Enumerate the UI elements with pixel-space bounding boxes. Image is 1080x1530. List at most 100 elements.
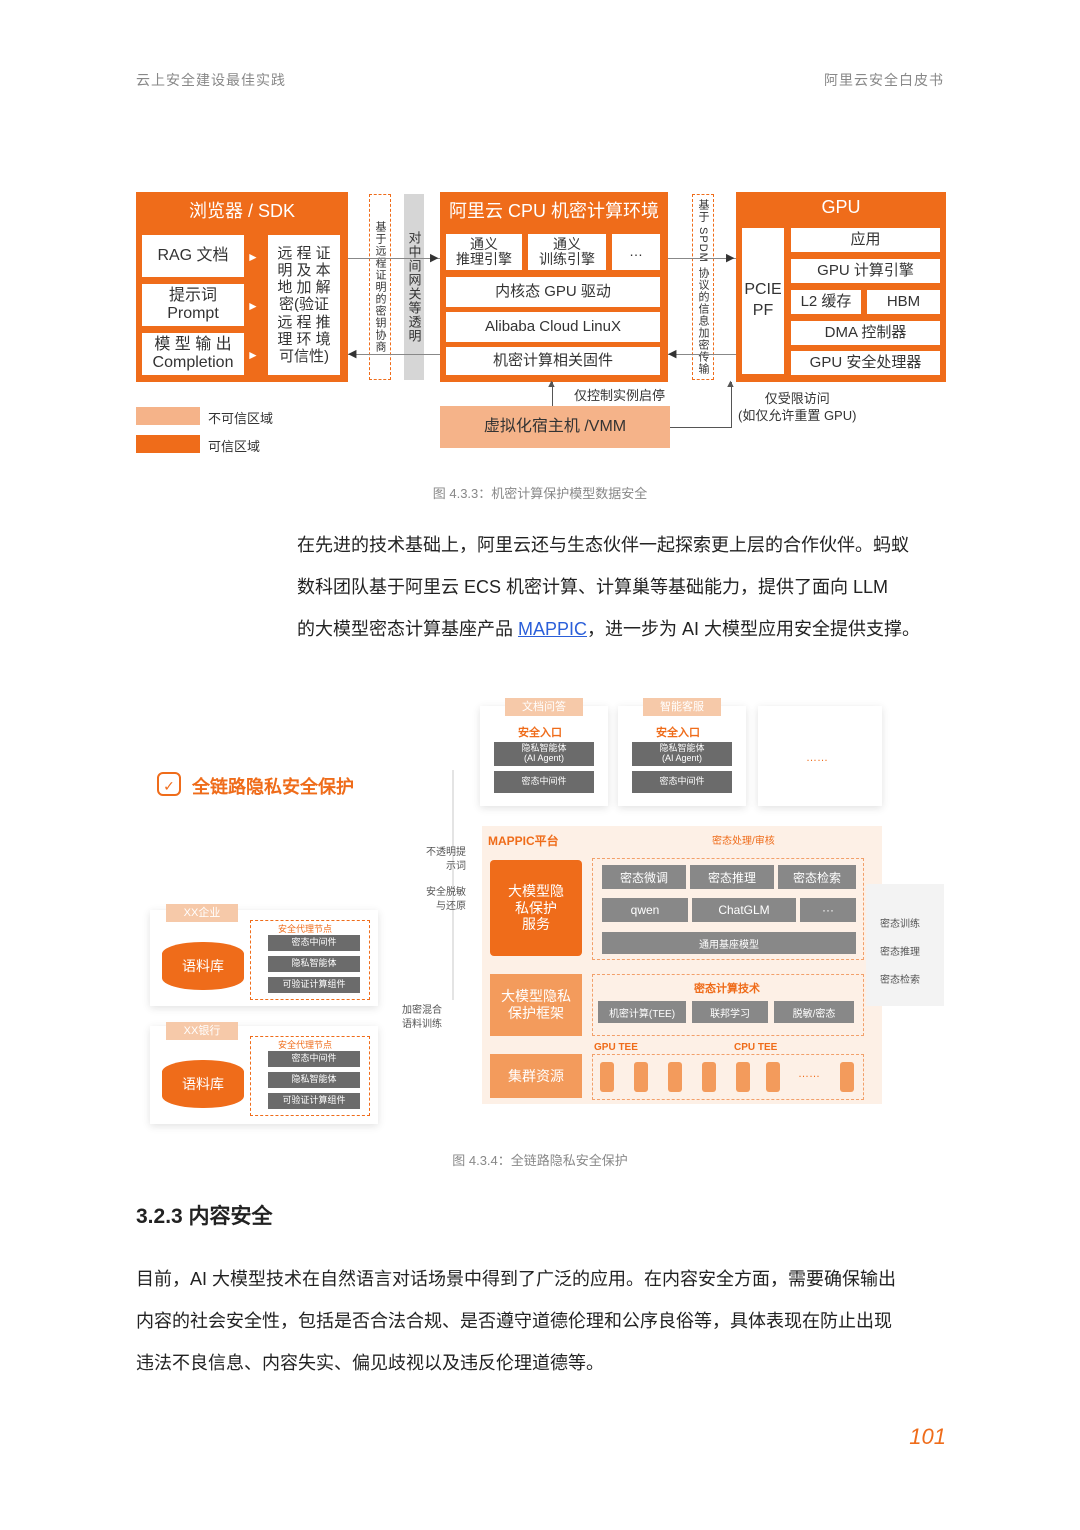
server-icon	[668, 1062, 682, 1092]
figure-caption-1: 图 4.3.3：机密计算保护模型数据安全	[432, 486, 648, 501]
arrow-left-icon: ◀	[668, 348, 677, 360]
base-model-chip: 通用基座模型	[602, 932, 856, 954]
key-negotiation-label-box	[369, 194, 391, 380]
tongyi-inference-box: 通义 推理引擎	[446, 234, 522, 270]
server-icon	[634, 1062, 648, 1092]
legend-trusted-swatch	[136, 435, 200, 453]
spdm-label: 基于 SPDM 协议的信息加密传输	[697, 199, 709, 375]
paragraph-mappic: 在先进的技术基础上，阿里云还与生态伙伴一起探索更上层的合作伙伴。蚂蚁 数科团队基…	[297, 524, 947, 650]
para1-line3: 的大模型密态计算基座产品 MAPPIC，进一步为 AI 大模型应用安全提供支撑。	[297, 608, 947, 650]
service-group	[592, 858, 864, 960]
left-note: 安全脱敏 与还原	[426, 887, 466, 912]
top-card-tag: 智能客服	[643, 698, 721, 716]
vmm-line-right	[670, 427, 732, 428]
remote-attest-box: 远 程 证 明 及 本 地 加 解 密(验证 远 程 推 理 环 境 可信性)	[268, 235, 340, 375]
vmm-line-up	[552, 382, 553, 406]
pcie-pf-box: PCIE PF	[742, 228, 784, 374]
header-right: 阿里云安全白皮书	[824, 72, 944, 88]
page-number: 101	[909, 1424, 946, 1449]
spdm-label-box	[692, 194, 714, 380]
right-note: 密态检索	[880, 975, 920, 986]
note-start-stop: 仅控制实例启停	[574, 388, 666, 403]
legend-untrusted-label: 不可信区域	[208, 411, 274, 426]
privacy-service-box: 大模型隐 私保护 服务	[490, 860, 582, 956]
section-heading: 3.2.3 内容安全	[136, 1205, 273, 1228]
para1-line2: 数科团队基于阿里云 ECS 机密计算、计算巢等基础能力，提供了面向 LLM	[297, 577, 889, 597]
arrow-icon: ►	[247, 348, 259, 362]
dma-controller-box: DMA 控制器	[791, 321, 940, 345]
server-icon	[702, 1062, 716, 1092]
desensitize-chip: 脱敏/密态	[774, 1001, 854, 1023]
arrow-right-icon: ▶	[430, 252, 439, 264]
node-item: 密态中间件	[268, 935, 360, 951]
connector-line	[348, 258, 440, 259]
server-icon	[840, 1062, 854, 1092]
hbm-box: HBM	[867, 290, 940, 314]
header-left: 云上安全建设最佳实践	[136, 72, 286, 88]
proxy-node-label: 安全代理节点	[278, 1040, 333, 1050]
more-chip: ···	[800, 898, 856, 922]
connector-line	[668, 354, 736, 355]
gateway-bar	[404, 194, 424, 380]
rag-doc-box: RAG 文档	[142, 235, 244, 277]
browser-sdk-title: 浏览器 / SDK	[188, 201, 295, 221]
gpu-app-box: 应用	[791, 228, 940, 252]
proc-label: 密态处理/审核	[712, 836, 775, 847]
secure-entry-label: 安全入口	[656, 727, 700, 739]
cluster-group	[592, 1054, 864, 1100]
tee-chip: 机密计算(TEE)	[598, 1001, 686, 1023]
connector-line	[348, 354, 440, 355]
corpus-db: 语料库	[162, 942, 244, 990]
para2-line2: 内容的社会安全性，包括是否合法合规、是否遵守道德伦理和公序良俗等，具体表现在防止…	[136, 1311, 892, 1331]
vmm-box: 虚拟化宿主机 /VMM	[440, 406, 670, 448]
diagram-confidential-computing: 浏览器 / SDK RAG 文档 提示词 Prompt 模 型 输 出 Comp…	[0, 0, 1080, 480]
inference-chip: 密态推理	[690, 865, 774, 889]
completion-box: 模 型 输 出 Completion	[142, 333, 244, 375]
tongyi-training-box: 通义 训练引擎	[528, 234, 606, 270]
gateway-label: 对中间网关等透明	[406, 231, 422, 343]
para2-line1: 目前，AI 大模型技术在自然语言对话场景中得到了广泛的应用。在内容安全方面，需要…	[136, 1269, 897, 1289]
arrow-icon: ►	[247, 250, 259, 264]
legend-trusted-label: 可信区域	[208, 439, 261, 454]
cluster-more: ……	[798, 1068, 820, 1080]
corpus-db: 语料库	[162, 1060, 244, 1108]
middleware-bar: 密态中间件	[494, 771, 594, 793]
l2-cache-box: L2 缓存	[791, 290, 861, 314]
node-item: 隐私智能体	[268, 956, 360, 972]
server-icon	[766, 1062, 780, 1092]
cluster-box: 集群资源	[490, 1054, 582, 1098]
paragraph-content-safety: 目前，AI 大模型技术在自然语言对话场景中得到了广泛的应用。在内容安全方面，需要…	[136, 1258, 948, 1384]
para2-line3: 违法不良信息、内容失实、偏见歧视以及违反伦理道德等。	[136, 1353, 604, 1373]
left-note: 不透明提 示词	[426, 847, 466, 872]
arrow-right-icon: ▶	[726, 252, 735, 264]
key-negotiation-label: 基于远程证明的密钥协商	[374, 221, 386, 353]
para1-line3-start: 的大模型密态计算基座产品	[297, 619, 518, 639]
server-icon	[736, 1062, 750, 1092]
cpu-tee-label: CPU TEE	[734, 1042, 778, 1053]
cpu-tee-title: 阿里云 CPU 机密计算环境	[448, 201, 659, 221]
arrow-up-icon: ▲	[546, 378, 557, 390]
top-more-label: ……	[806, 752, 828, 764]
kernel-gpu-driver-box: 内核态 GPU 驱动	[446, 277, 660, 307]
para1-line3-end: ，进一步为 AI 大模型应用安全提供支撑。	[587, 619, 921, 639]
proxy-node-group	[250, 920, 370, 1000]
alibaba-linux-box: Alibaba Cloud LinuX	[446, 312, 660, 342]
arrow-left-icon: ◀	[348, 348, 357, 360]
gpu-security-processor-box: GPU 安全处理器	[791, 351, 940, 375]
qwen-chip: qwen	[602, 898, 688, 922]
retrieval-chip: 密态检索	[778, 865, 856, 889]
federated-chip: 联邦学习	[692, 1001, 768, 1023]
org-tag: XX银行	[166, 1022, 238, 1040]
connector-line	[668, 258, 736, 259]
node-item: 可验证计算组件	[268, 1093, 360, 1109]
chatglm-chip: ChatGLM	[692, 898, 796, 922]
proxy-node-label: 安全代理节点	[278, 924, 333, 934]
gpu-tee-label: GPU TEE	[594, 1042, 638, 1053]
gpu-engine-box: GPU 计算引擎	[791, 259, 940, 283]
mappic-link[interactable]: MAPPIC	[518, 619, 588, 639]
para1-line1: 在先进的技术基础上，阿里云还与生态伙伴一起探索更上层的合作伙伴。蚂蚁	[297, 535, 909, 555]
middleware-bar: 密态中间件	[632, 771, 732, 793]
arrow-up-icon: ▲	[725, 378, 736, 390]
more-box: …	[612, 234, 660, 270]
ai-agent-bar: 隐私智能体 (AI Agent)	[494, 742, 594, 766]
